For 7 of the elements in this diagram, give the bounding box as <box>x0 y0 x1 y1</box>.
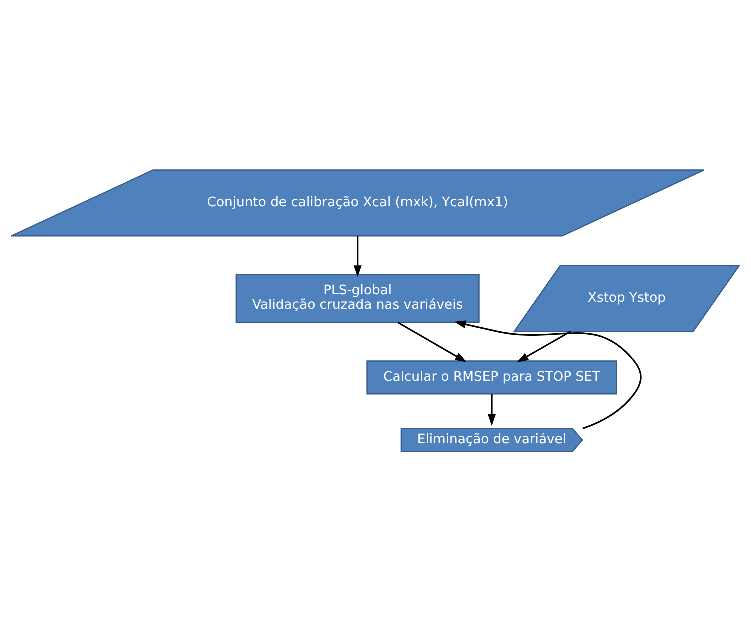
node-box: Calcular o RMSEP para STOP SET <box>366 360 618 394</box>
arrow <box>354 236 362 277</box>
node-box: PLS-global Validação cruzada nas variáveis <box>236 274 480 323</box>
arrow <box>398 322 467 362</box>
arrow <box>454 320 642 430</box>
arrow <box>488 394 496 426</box>
arrow <box>517 330 572 362</box>
